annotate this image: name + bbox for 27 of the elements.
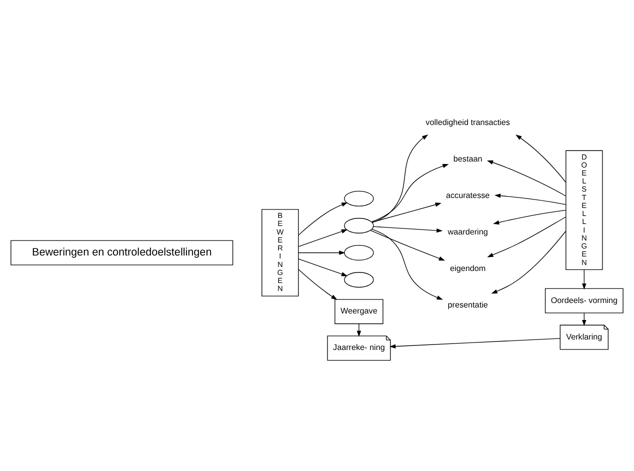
node-box: Beweringen en controledoelstellingen bbox=[10, 240, 234, 266]
arrow bbox=[582, 270, 586, 290]
arrow bbox=[491, 230, 566, 294]
arrow bbox=[493, 210, 566, 225]
node-ellipse bbox=[344, 244, 374, 261]
arrow bbox=[486, 160, 566, 196]
arrow bbox=[372, 228, 443, 300]
arrow bbox=[298, 229, 348, 247]
node-box: DOELSTELLINGEN bbox=[566, 150, 603, 270]
arrow bbox=[373, 226, 443, 233]
arrow bbox=[494, 194, 566, 205]
node-ellipse bbox=[344, 272, 374, 288]
arrow bbox=[298, 269, 338, 300]
arrow bbox=[356, 324, 362, 337]
arrow bbox=[371, 164, 449, 222]
arrow bbox=[487, 216, 566, 258]
arrow bbox=[372, 134, 428, 223]
arrow bbox=[516, 134, 566, 183]
node-box: BEWERINGEN bbox=[262, 209, 299, 296]
arrow bbox=[298, 202, 348, 236]
arrow bbox=[389, 338, 560, 348]
arrow bbox=[370, 230, 446, 261]
arrow bbox=[298, 250, 346, 255]
node-ellipse bbox=[344, 190, 374, 206]
arrow bbox=[372, 202, 442, 223]
node-ellipse bbox=[344, 218, 374, 234]
arrow bbox=[298, 258, 348, 276]
